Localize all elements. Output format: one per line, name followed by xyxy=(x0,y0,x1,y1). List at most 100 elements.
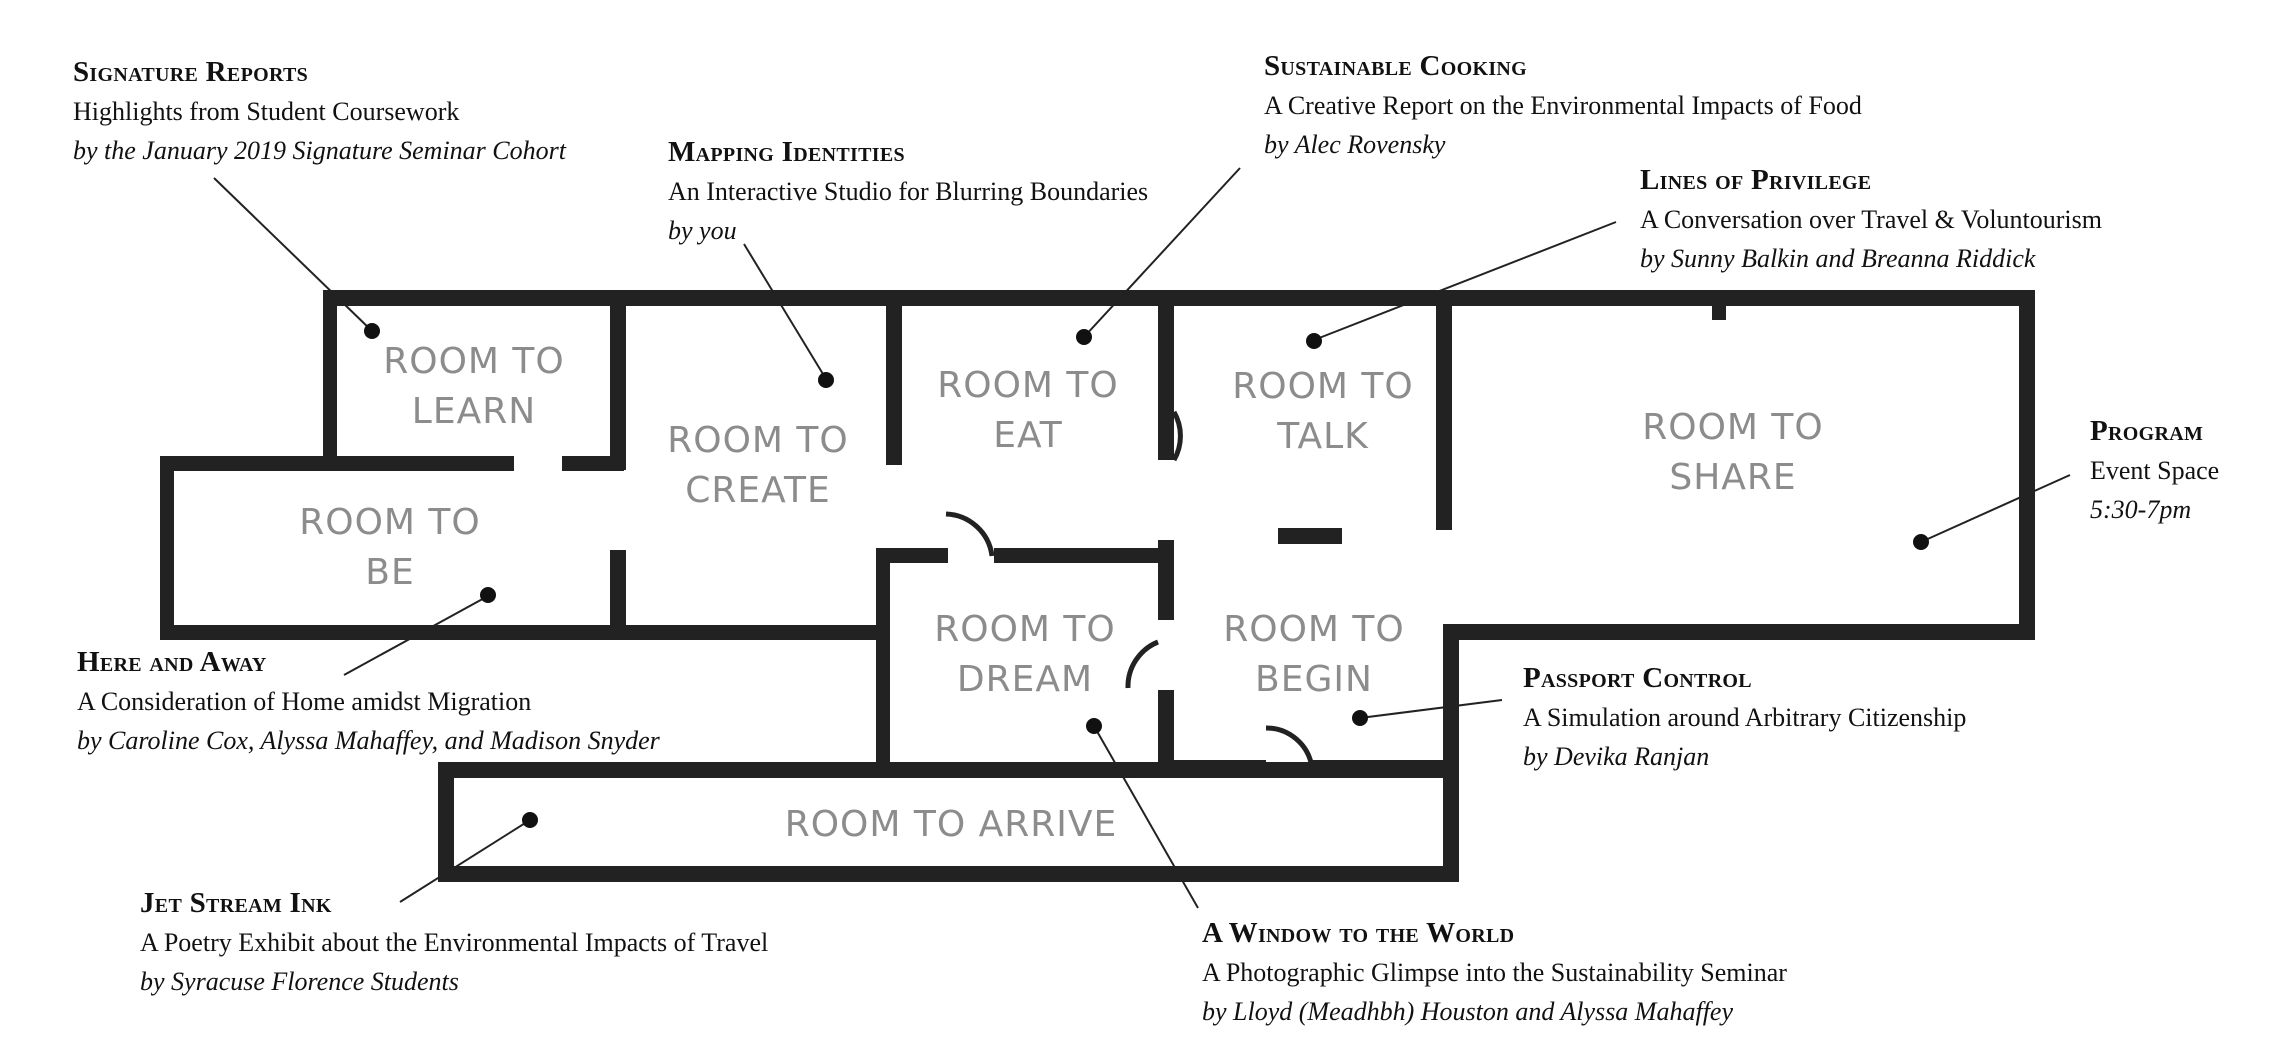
room-label-line: SHARE xyxy=(1669,457,1797,498)
wall xyxy=(562,456,624,471)
room-label-line: ROOM TO xyxy=(1232,366,1414,407)
exhibit-credit: by Syracuse Florence Students xyxy=(140,967,459,996)
marker-passport-control xyxy=(1352,710,1368,726)
room-label-dream: ROOM TO DREAM xyxy=(934,605,1116,705)
door-eat-talk xyxy=(1171,410,1183,462)
exhibit-lines-of-privilege: Lines of Privilege A Conversation over T… xyxy=(1640,161,2102,278)
leader-signature-reports xyxy=(213,177,373,332)
leader-mapping-identities xyxy=(743,243,827,380)
room-label-line: ROOM TO xyxy=(937,365,1119,406)
room-label-share: ROOM TO SHARE xyxy=(1642,403,1824,503)
exhibit-credit: by Sunny Balkin and Breanna Riddick xyxy=(1640,244,2036,273)
exhibit-title: Program xyxy=(2090,415,2204,447)
marker-mapping-identities xyxy=(818,372,834,388)
walls xyxy=(160,290,2035,882)
exhibit-subtitle: An Interactive Studio for Blurring Bound… xyxy=(668,177,1149,206)
wall xyxy=(610,550,626,640)
exhibit-subtitle: A Creative Report on the Environmental I… xyxy=(1264,91,1862,120)
marker-program xyxy=(1913,534,1929,550)
wall xyxy=(1436,290,1452,530)
exhibit-subtitle: A Photographic Glimpse into the Sustaina… xyxy=(1202,958,1787,987)
exhibit-credit: by Devika Ranjan xyxy=(1523,742,1710,771)
leader-lines xyxy=(213,167,2071,909)
exhibit-credit: by Caroline Cox, Alyssa Mahaffey, and Ma… xyxy=(77,726,660,755)
exhibit-subtitle: A Conversation over Travel & Voluntouris… xyxy=(1640,205,2102,234)
exhibit-passport-control: Passport Control A Simulation around Arb… xyxy=(1523,659,1966,776)
wall xyxy=(1712,290,1726,320)
wall xyxy=(886,290,902,465)
exhibit-credit: by the January 2019 Signature Seminar Co… xyxy=(73,136,566,165)
wall xyxy=(994,548,1174,563)
leader-here-and-away xyxy=(343,595,489,676)
door-begin-arrive xyxy=(1265,725,1315,769)
exhibit-title: Mapping Identities xyxy=(668,136,905,168)
door-dream-begin xyxy=(1125,639,1160,689)
room-label-line: ROOM TO xyxy=(299,502,481,543)
room-label-line: DREAM xyxy=(956,659,1094,700)
wall xyxy=(1443,762,1459,882)
room-label-learn: ROOM TO LEARN xyxy=(383,337,565,437)
room-label-line: CREATE xyxy=(685,470,831,511)
wall xyxy=(160,456,514,471)
room-label-line: ROOM TO xyxy=(934,609,1116,650)
room-label-line: BEGIN xyxy=(1255,659,1373,700)
room-label-be: ROOM TO BE xyxy=(299,498,481,598)
wall xyxy=(2019,290,2035,640)
door-dream xyxy=(945,511,995,557)
room-label-begin: ROOM TO BEGIN xyxy=(1223,605,1405,705)
room-label-line: ROOM TO xyxy=(667,420,849,461)
exhibit-credit: by you xyxy=(668,216,737,245)
room-label-talk: ROOM TO TALK xyxy=(1232,362,1414,462)
room-label-line: BE xyxy=(365,552,415,593)
exhibit-subtitle: Highlights from Student Coursework xyxy=(73,97,460,126)
wall xyxy=(610,290,626,470)
room-label-line: TALK xyxy=(1277,416,1369,457)
wall xyxy=(160,456,174,640)
wall xyxy=(1158,540,1174,620)
leader-lines-of-privilege xyxy=(1313,221,1617,341)
wall xyxy=(323,290,2035,306)
exhibit-subtitle: A Poetry Exhibit about the Environmental… xyxy=(140,928,769,957)
exhibit-here-and-away: Here and Away A Consideration of Home am… xyxy=(77,643,660,760)
marker-here-and-away xyxy=(480,587,496,603)
exhibit-subtitle: A Consideration of Home amidst Migration xyxy=(77,687,532,716)
marker-jet-stream-ink xyxy=(522,812,538,828)
exhibit-program: Program Event Space 5:30-7pm xyxy=(2090,412,2219,529)
exhibit-mapping-identities: Mapping Identities An Interactive Studio… xyxy=(668,133,1148,250)
exhibit-sustainable-cooking: Sustainable Cooking A Creative Report on… xyxy=(1264,47,1862,164)
marker-sustainable-cooking xyxy=(1076,329,1092,345)
exhibit-window-to-the-world: A Window to the World A Photographic Gli… xyxy=(1202,914,1787,1031)
leader-jet-stream-ink xyxy=(399,819,531,903)
exhibit-title: Signature Reports xyxy=(73,56,309,88)
room-label-line: EAT xyxy=(993,415,1063,456)
wall xyxy=(323,290,337,464)
room-label-line: LEARN xyxy=(411,391,537,432)
exhibit-credit: 5:30-7pm xyxy=(2090,495,2192,524)
wall xyxy=(438,866,1459,882)
door-swings xyxy=(945,410,1315,769)
room-label-line: ROOM TO xyxy=(1223,609,1405,650)
exhibit-subtitle: Event Space xyxy=(2090,456,2220,485)
room-label-create: ROOM TO CREATE xyxy=(667,416,849,516)
wall xyxy=(876,548,890,766)
wall xyxy=(1158,290,1174,460)
exhibit-credit: by Alec Rovensky xyxy=(1264,130,1446,159)
wall xyxy=(876,548,948,563)
marker-window-to-the-world xyxy=(1086,718,1102,734)
leader-sustainable-cooking xyxy=(1083,167,1241,338)
room-label-line: ROOM TO ARRIVE xyxy=(784,804,1118,845)
room-label-line: ROOM TO xyxy=(383,341,565,382)
exhibit-subtitle: A Simulation around Arbitrary Citizenshi… xyxy=(1523,703,1967,732)
exhibit-title: Passport Control xyxy=(1523,662,1752,694)
room-label-arrive: ROOM TO ARRIVE xyxy=(785,800,1118,850)
exhibit-title: Lines of Privilege xyxy=(1640,164,1872,196)
pillar xyxy=(1278,528,1342,544)
exhibit-title: Jet Stream Ink xyxy=(140,887,332,919)
leader-passport-control xyxy=(1359,699,1503,719)
marker-lines-of-privilege xyxy=(1306,333,1322,349)
wall xyxy=(160,625,890,640)
exhibit-signature-reports: Signature Reports Highlights from Studen… xyxy=(73,53,566,170)
exhibit-jet-stream-ink: Jet Stream Ink A Poetry Exhibit about th… xyxy=(140,884,768,1001)
leader-window-to-the-world xyxy=(1093,725,1199,909)
wall xyxy=(1443,624,1459,766)
